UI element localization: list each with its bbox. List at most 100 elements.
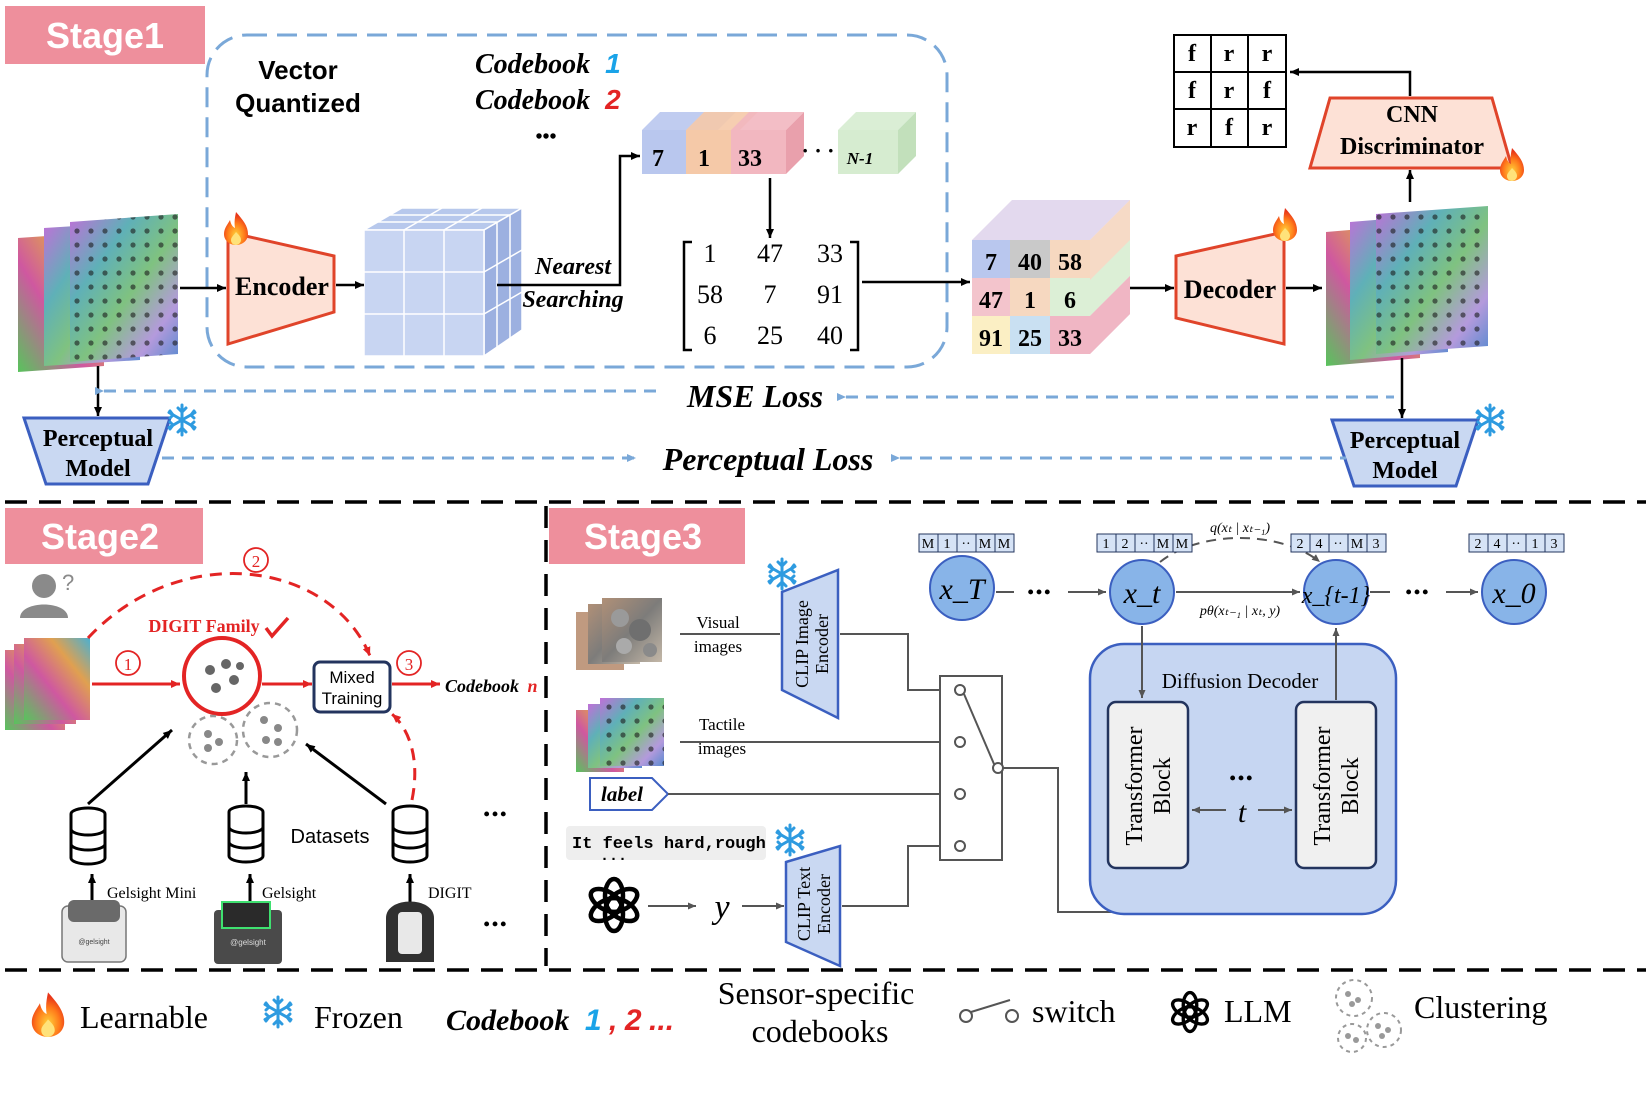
- tactile-images-line2: images: [698, 739, 746, 758]
- clip-text-line2: Encoder: [814, 874, 834, 934]
- token: 1: [1532, 537, 1539, 552]
- state-circle-xt: [1109, 559, 1175, 625]
- cube-value: 33: [1058, 326, 1082, 352]
- codebook-n-label: Codebook n: [445, 676, 538, 696]
- token: 4: [1316, 537, 1323, 552]
- token: M: [1351, 537, 1364, 552]
- diffusion-decoder-label: Diffusion Decoder: [1162, 669, 1319, 693]
- step3-label: 3: [405, 655, 414, 674]
- switch-box: [939, 675, 1003, 861]
- prompt-box: [566, 826, 766, 860]
- encoder-fire-icon: [224, 212, 248, 245]
- cluster-3: [241, 701, 299, 759]
- stage2-tag-bg: [5, 508, 203, 564]
- vq-region: [205, 33, 949, 369]
- perceptual-right-line2: Model: [1372, 458, 1438, 484]
- output-tactile-stack: [1326, 206, 1488, 366]
- perceptual-right-snow-icon: [1475, 403, 1505, 437]
- datasets-ellipsis: •••: [484, 804, 509, 824]
- matrix-cell: 47: [757, 239, 783, 268]
- stage2-tag: Stage2: [41, 516, 159, 557]
- mse-loss-label: MSE Loss: [686, 378, 823, 414]
- legend-llm-icon: [1168, 990, 1212, 1034]
- perceptual-left-line2: Model: [65, 456, 131, 482]
- mixed-training-line2: Training: [322, 689, 383, 708]
- searching-label: Searching: [522, 287, 623, 313]
- token: ··: [1333, 537, 1342, 552]
- grid-cell: r: [1224, 78, 1235, 104]
- legend-sensor-specific-line1: Sensor-specific: [718, 975, 915, 1011]
- stage2-red-arrows: [86, 572, 440, 801]
- quantized-cube: 7 40 58 47 1 6 91 25 33: [972, 200, 1130, 354]
- database-icon: [391, 804, 429, 864]
- index-matrix: 1 47 33 58 7 91 6 25 40: [682, 239, 860, 352]
- clip-image-line2: Encoder: [812, 614, 832, 674]
- label-tag-text: label: [601, 782, 643, 806]
- legend-codebook: Codebook 1 , 2 ...: [446, 1004, 674, 1037]
- token: 2: [1475, 537, 1482, 552]
- perceptual-model-right: [1329, 418, 1481, 488]
- codebook1-word: Codebook: [475, 49, 590, 80]
- perceptual-right-line1: Perceptual: [1350, 428, 1461, 454]
- token: 4: [1494, 537, 1501, 552]
- datasets-label: Datasets: [291, 826, 370, 848]
- legend-fire-icon: [31, 992, 65, 1037]
- mixed-training-line1: Mixed: [329, 668, 374, 687]
- t-symbol: t: [1238, 796, 1247, 829]
- cube-value: 58: [1058, 250, 1082, 276]
- database-icon: [69, 806, 107, 866]
- step3-badge: [396, 650, 422, 676]
- legend-learnable: Learnable: [80, 999, 208, 1035]
- transformer-block-right: [1294, 700, 1378, 870]
- transformer-right-line1: Transformer: [1310, 726, 1336, 845]
- state-circle-x0: [1481, 559, 1547, 625]
- matrix-cell: 6: [704, 321, 717, 350]
- token: ··: [961, 537, 970, 552]
- transformer-ellipsis: •••: [1230, 768, 1255, 788]
- cube-value: 47: [979, 288, 1003, 314]
- step1-label: 1: [124, 655, 133, 674]
- code-value-3: 33: [738, 146, 762, 172]
- llm-logo-icon: [587, 879, 641, 931]
- stage2-tactile-stack: [5, 638, 90, 730]
- token: ··: [1139, 537, 1148, 552]
- code-value-2: 1: [698, 146, 710, 172]
- grid-cell: r: [1224, 41, 1235, 67]
- step1-badge: [115, 650, 141, 676]
- legend-snow-icon: [263, 995, 293, 1029]
- stage3-tactile-images: [576, 698, 664, 772]
- grid-cell: f: [1188, 78, 1197, 104]
- stage1-tag-bg: [5, 6, 205, 64]
- stage1-arrows: [94, 68, 1414, 418]
- switch-contacts: [954, 684, 1004, 852]
- discriminator-label-line1: CNN: [1386, 102, 1439, 128]
- legend-clustering-dots: [1345, 991, 1391, 1043]
- token: M: [1157, 537, 1170, 552]
- stage3-section: Stage3 Visual images Tactile images labe…: [549, 508, 1565, 968]
- legend-llm: LLM: [1224, 993, 1292, 1029]
- tactile-images-line1: Tactile: [699, 715, 745, 734]
- state-circle-xt-1: [1303, 559, 1369, 625]
- decoder-label: Decoder: [1184, 275, 1276, 304]
- stage3-tag: Stage3: [584, 516, 702, 557]
- codebook-n-num: n: [528, 676, 538, 696]
- token-row-xt-1: 2 4 ·· M 3: [1290, 533, 1387, 553]
- clip-text-line1: CLIP Text: [794, 867, 814, 941]
- stage1-section: Stage1 Vector Quantized Codebook 1 Codeb…: [5, 6, 1524, 488]
- vq-title-line2: Quantized: [235, 88, 361, 118]
- sensor-label-gelsight-mini: Gelsight Mini: [107, 885, 197, 902]
- transformer-right-line2: Block: [1338, 757, 1364, 814]
- loss-arrows: [95, 387, 1394, 462]
- state-label-xt-1: x_{t-1}: [1301, 583, 1371, 609]
- gelsight-device: @gelsight: [214, 901, 282, 964]
- prompt-dots: ...: [600, 848, 627, 865]
- codebook-more-dots: •••: [535, 126, 556, 148]
- code-value-last: N-1: [846, 149, 873, 168]
- grid-cell: r: [1187, 115, 1198, 141]
- token: M: [998, 537, 1011, 552]
- legend-codebook-dots: ...: [649, 1004, 674, 1037]
- vq-title-line1: Vector: [258, 55, 338, 85]
- clip-text-snow-icon: [775, 823, 805, 857]
- token: 1: [944, 537, 951, 552]
- legend-codebook-num1: 1: [585, 1004, 602, 1037]
